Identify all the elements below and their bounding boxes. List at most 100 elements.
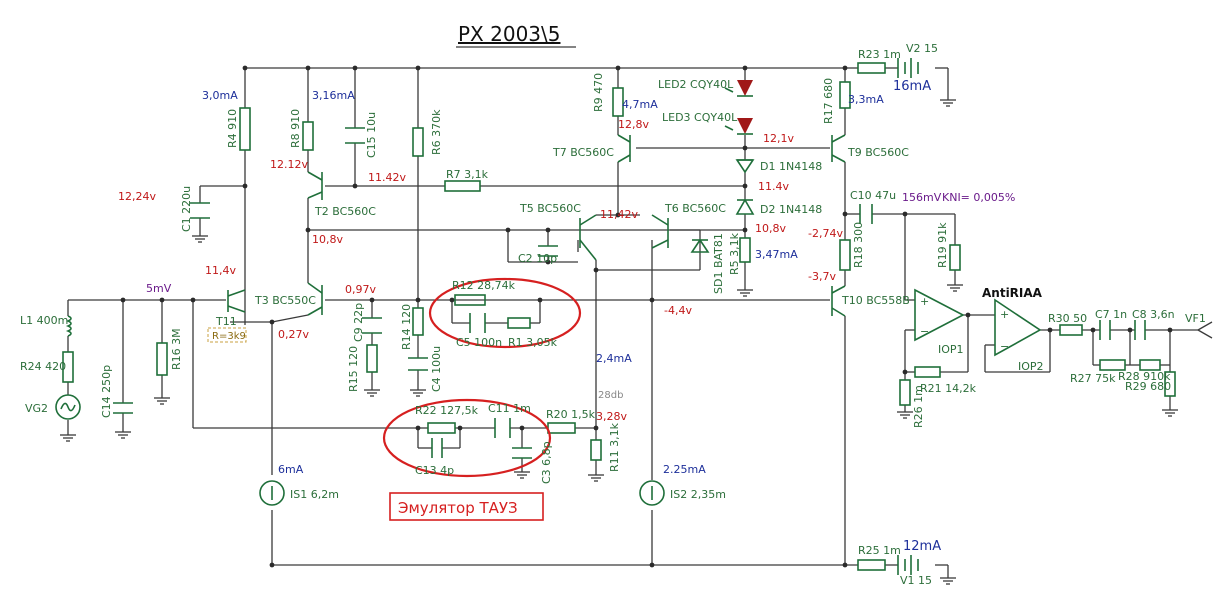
signal-5mv: 5mV [146, 282, 172, 295]
voltage-c1: 12,24v [118, 190, 156, 203]
diagram-title: PX 2003\5 [458, 22, 560, 46]
label-t11: T11 [215, 315, 237, 328]
label-r21: R21 14,2k [920, 382, 977, 395]
svg-text:−: − [1000, 340, 1009, 353]
label-r28: R28 910k [1118, 370, 1171, 383]
current-t5: 2,4mA [596, 352, 632, 365]
label-c7: C7 1n [1095, 308, 1127, 321]
current-v2: 16mA [893, 79, 931, 94]
label-r9: R9 470 [592, 73, 605, 112]
label-v1: V1 15 [900, 574, 932, 587]
label-r29: R29 680 [1125, 380, 1171, 393]
tolerance-box [207, 327, 247, 343]
label-c8: C8 3,6n [1132, 308, 1175, 321]
label-r20: R20 1,5k [546, 408, 596, 421]
voltage-t10b: -3,7v [808, 270, 836, 283]
current-r4: 3,0mA [202, 89, 238, 102]
label-sd1: SD1 BAT81 [712, 233, 725, 294]
voltage-t2b: 12.12v [270, 158, 308, 171]
current-r9: 4,7mA [622, 98, 658, 111]
label-r7: R7 3,1k [446, 168, 489, 181]
label-c4: C4 100u [430, 346, 443, 392]
current-v1: 12mA [903, 539, 941, 554]
label-c10: C10 47u [850, 189, 896, 202]
voltage-t5: 11,42v [600, 208, 638, 221]
signal-156mv: 156mV [902, 191, 942, 204]
label-r5: R5 3,1k [728, 232, 741, 275]
label-c3: C3 6,8p [540, 441, 553, 484]
label-c2: C2 10p [518, 252, 557, 265]
label-r14: R14 120 [400, 304, 413, 350]
current-r17: 3,3mA [848, 93, 884, 106]
capacitors [113, 127, 1146, 459]
junctions [120, 65, 1173, 568]
signal-kni: KNI= 0,005% [942, 191, 1015, 204]
opamps: + − + − [914, 288, 1042, 357]
label-r24: R24 420 [20, 360, 66, 373]
voltage-d2: 10,8v [755, 222, 786, 235]
label-r22: R22 127,5k [415, 404, 479, 417]
voltage-r11: 3,28v [596, 410, 627, 423]
label-d2: D2 1N4148 [760, 203, 822, 216]
sources [55, 58, 919, 575]
label-r27: R27 75k [1070, 372, 1116, 385]
label-is2: IS2 2,35m [670, 488, 726, 501]
label-r25: R25 1m [858, 544, 901, 557]
label-r19: R19 91k [936, 222, 949, 268]
label-r6: R6 370k [430, 109, 443, 155]
label-c1: C1 220u [180, 186, 193, 232]
label-t6: T6 BC560C [664, 202, 726, 215]
voltage-t7: 12,8v [618, 118, 649, 131]
label-r16: R16 3M [170, 328, 183, 370]
wires [67, 67, 1198, 578]
label-r30: R30 50 [1048, 312, 1087, 325]
label-r18: R18 300 [852, 222, 865, 268]
label-c5: C5 100n [456, 336, 502, 349]
output-terminal [1197, 321, 1213, 339]
transistors [227, 134, 846, 317]
label-vf1: VF1 [1185, 312, 1206, 325]
emulator-box [389, 492, 544, 521]
voltage-r18: -2,74v [808, 227, 843, 240]
label-c14: C14 250p [100, 365, 113, 418]
label-is1: IS1 6,2m [290, 488, 339, 501]
current-r5: 3,47mA [755, 248, 798, 261]
label-iop2: IOP2 [1018, 360, 1044, 373]
current-is1: 6mA [278, 463, 304, 476]
label-t9: T9 BC560C [847, 146, 909, 159]
voltage-r4: 11,4v [205, 264, 236, 277]
diodes [690, 80, 755, 253]
label-c15: C15 10u [365, 112, 378, 158]
svg-text:+: + [920, 295, 929, 308]
grounds [60, 99, 1178, 585]
svg-text:+: + [1000, 308, 1009, 321]
label-r4: R4 910 [226, 109, 239, 148]
label-led3: LED3 CQY40L [662, 111, 738, 124]
voltage-t3e: 0,27v [278, 328, 309, 341]
voltage-t2c: 11.42v [368, 171, 406, 184]
label-c9: C9 22p [352, 303, 365, 342]
component-labels: R4 910 R8 910 C15 10u R6 370k R9 470 LED… [20, 42, 1206, 587]
label-t3: T3 BC550C [254, 294, 316, 307]
label-vg2: VG2 [25, 402, 48, 415]
label-t7: T7 BC560C [552, 146, 614, 159]
emulator-label: Эмулятор ТАУЗ [398, 499, 518, 517]
resistors [62, 62, 1176, 571]
label-r8: R8 910 [289, 109, 302, 148]
label-c11: C11 1m [488, 402, 531, 415]
voltage-labels: 12,8v 12,1v 12.12v 11.42v 11.4v 12,24v 1… [118, 118, 843, 423]
voltage-t10e: -4,4v [664, 304, 692, 317]
label-t10: T10 BC558B [841, 294, 910, 307]
label-d1: D1 1N4148 [760, 160, 822, 173]
svg-text:−: − [920, 325, 929, 338]
current-r8: 3,16mA [312, 89, 355, 102]
label-iop1: IOP1 [938, 343, 964, 356]
label-r1: R1 3,05k [508, 336, 558, 349]
label-r11: R11 3,1k [608, 422, 621, 472]
current-labels: 3,0mA 3,16mA 4,7mA 3,3mA 16mA 3,47mA 2,4… [202, 79, 941, 554]
current-is2: 2.25mA [663, 463, 706, 476]
emulator-highlight-ellipse [382, 398, 552, 478]
label-t2: T2 BC560C [314, 205, 376, 218]
signal-labels: 156mV KNI= 0,005% 5mV [146, 191, 1015, 295]
